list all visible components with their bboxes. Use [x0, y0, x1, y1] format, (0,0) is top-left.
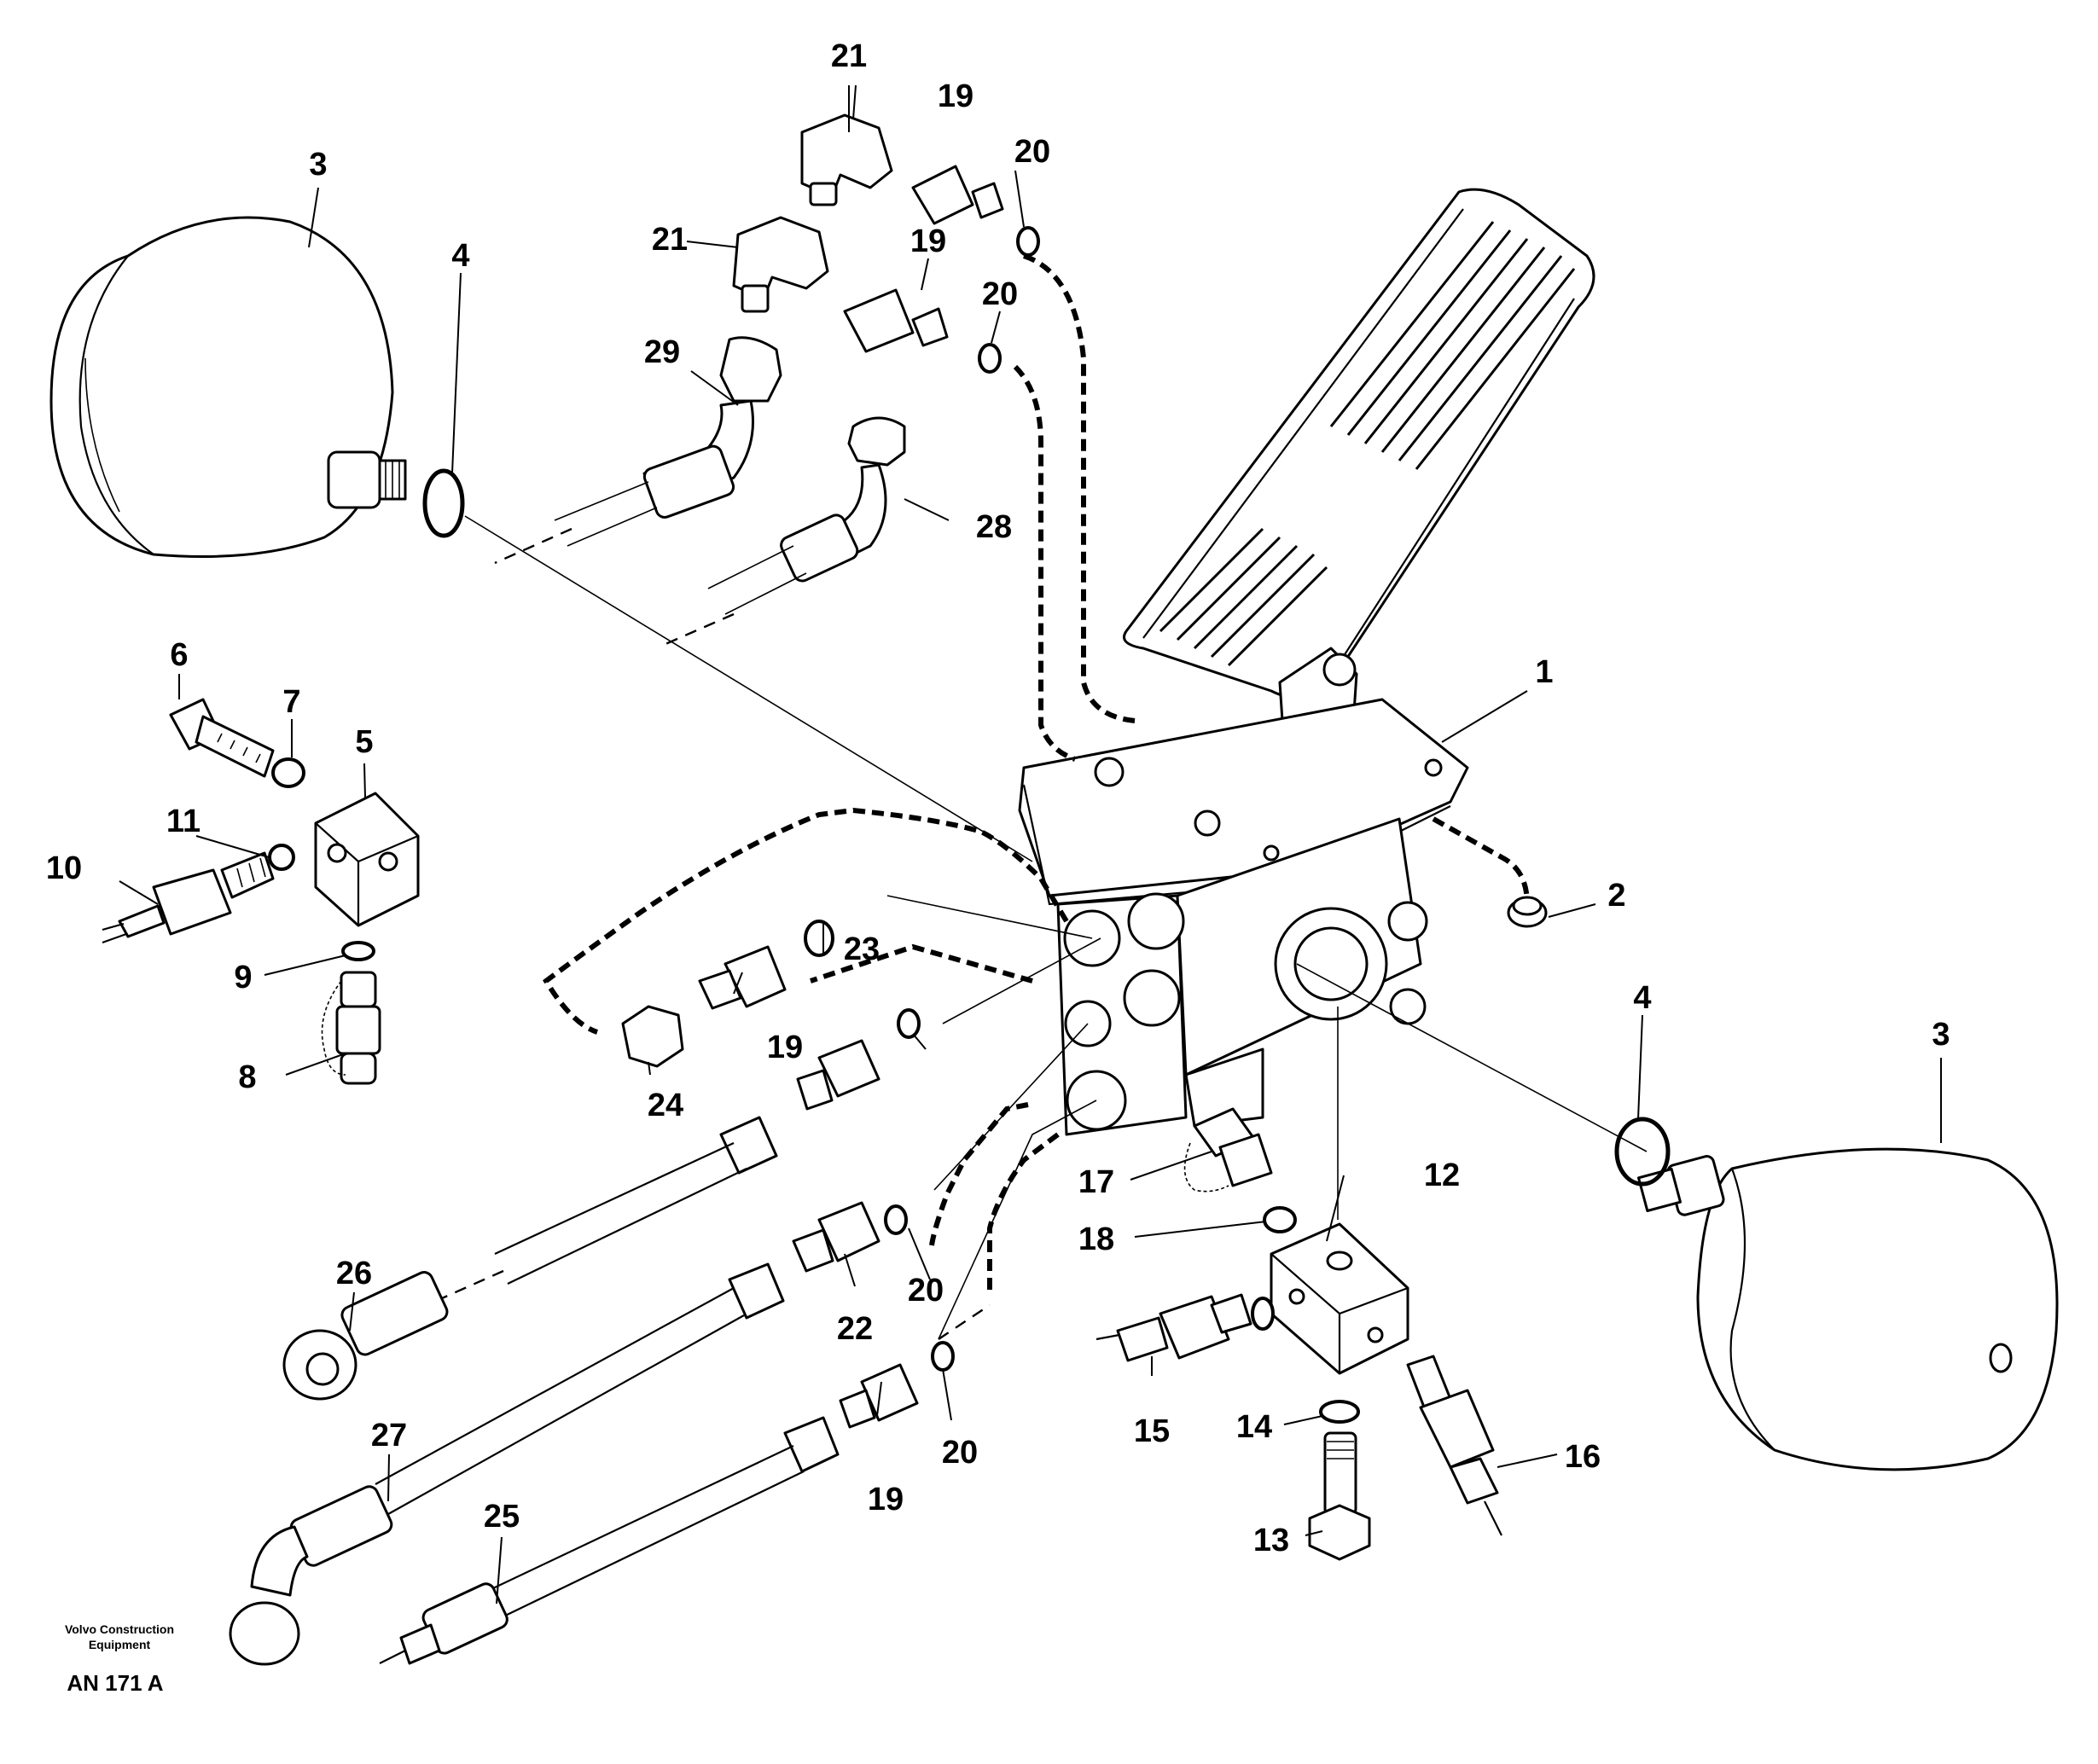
test-nipple-8	[321, 971, 381, 1085]
callout-3-left: 3	[309, 147, 327, 183]
callout-19-bottom: 19	[868, 1482, 904, 1517]
sensor-15	[1095, 1293, 1252, 1362]
junction-block-5	[314, 792, 420, 927]
callout-leaders	[119, 84, 1942, 1604]
test-nipple-17	[1183, 1107, 1273, 1192]
adapter-19-bottom	[839, 1363, 919, 1429]
elbow-21-lower	[732, 216, 829, 313]
banjo-bolt-6	[169, 698, 275, 778]
hose-26	[282, 1116, 778, 1401]
callout-6: 6	[170, 637, 188, 673]
pedal-tread-lower	[1159, 527, 1328, 667]
connection-lines	[464, 515, 1648, 1340]
hose-25	[379, 1416, 840, 1665]
o-ring-20-fourth	[931, 1341, 955, 1372]
callout-14: 14	[1236, 1409, 1272, 1445]
callout-2: 2	[1607, 878, 1625, 914]
callout-7: 7	[282, 684, 300, 720]
callout-15: 15	[1134, 1413, 1170, 1449]
washer-15	[1251, 1297, 1275, 1331]
hose-27	[229, 1262, 785, 1666]
callout-4-left: 4	[451, 238, 469, 274]
drawing-code: AN 171 A	[67, 1670, 163, 1696]
cap-nut-24	[621, 1005, 684, 1068]
callout-19-top: 19	[938, 78, 973, 114]
o-ring-20-second	[978, 343, 1002, 374]
adapter-22	[792, 1201, 880, 1273]
o-ring-23	[804, 920, 834, 957]
brand-line-2: Equipment	[89, 1638, 151, 1651]
hose-29	[494, 336, 782, 565]
callout-25: 25	[484, 1499, 520, 1535]
callout-20-second: 20	[982, 276, 1018, 312]
callout-4-right: 4	[1633, 980, 1651, 1016]
callout-1: 1	[1535, 654, 1553, 690]
sensor-16	[1406, 1355, 1502, 1536]
accumulator-left	[49, 216, 407, 558]
hose-28	[665, 416, 906, 646]
junction-block-12	[1270, 1222, 1409, 1375]
valve-body	[1018, 698, 1469, 1136]
callout-8: 8	[238, 1059, 256, 1095]
o-ring-20-top	[1016, 226, 1040, 257]
adapter-19-mid	[698, 945, 787, 1010]
washer-14	[1319, 1400, 1360, 1424]
callout-21-upper: 21	[831, 38, 867, 74]
callout-21-lower: 21	[652, 222, 688, 258]
callout-23: 23	[844, 931, 880, 967]
callout-20-third: 20	[908, 1273, 944, 1308]
callout-5: 5	[355, 724, 373, 760]
callout-27: 27	[371, 1418, 407, 1454]
adapter-19-second	[843, 288, 949, 353]
elbow-21-upper	[800, 113, 893, 206]
callout-18: 18	[1078, 1221, 1114, 1257]
callout-20-fourth: 20	[942, 1435, 978, 1471]
callout-20-top: 20	[1014, 134, 1050, 170]
plug-2	[1507, 896, 1548, 928]
callout-22: 22	[837, 1311, 873, 1347]
o-ring-20-mid	[897, 1008, 921, 1039]
pedal-tread-upper	[1329, 221, 1576, 470]
adapter-26-fitting	[796, 1039, 880, 1111]
washer-11	[268, 844, 295, 871]
washer-7	[271, 757, 305, 788]
callout-17: 17	[1078, 1164, 1114, 1200]
callout-10: 10	[46, 850, 82, 886]
accumulator-right	[1637, 1147, 2059, 1471]
banjo-bolt-13	[1308, 1431, 1371, 1561]
o-ring-right	[1614, 1117, 1671, 1187]
callouts: 1 2 3 3 4 4 5 6 7 8 9 10 11 12 13 14 15 …	[46, 38, 1950, 1558]
brand-line-1: Volvo Construction	[65, 1622, 174, 1636]
callout-11: 11	[166, 804, 201, 839]
dashed-pipes	[543, 253, 1530, 1340]
callout-16: 16	[1565, 1439, 1601, 1475]
callout-13: 13	[1253, 1523, 1289, 1558]
drawing-footer: Volvo Construction Equipment AN 171 A	[65, 1622, 174, 1696]
o-ring-20-third	[884, 1204, 908, 1235]
callout-24: 24	[648, 1088, 683, 1123]
sensor-10	[102, 851, 275, 944]
callout-19-second: 19	[910, 223, 946, 259]
o-ring-18	[1263, 1206, 1297, 1233]
callout-3-right: 3	[1932, 1017, 1950, 1053]
callout-9: 9	[234, 960, 252, 995]
callout-28: 28	[976, 509, 1012, 545]
callout-12: 12	[1424, 1158, 1460, 1193]
adapter-19-top	[911, 165, 1004, 225]
callout-29: 29	[644, 334, 680, 370]
callout-19-mid: 19	[767, 1030, 803, 1065]
washer-9	[341, 941, 375, 961]
o-ring-left	[422, 468, 465, 538]
callout-26: 26	[336, 1256, 372, 1291]
